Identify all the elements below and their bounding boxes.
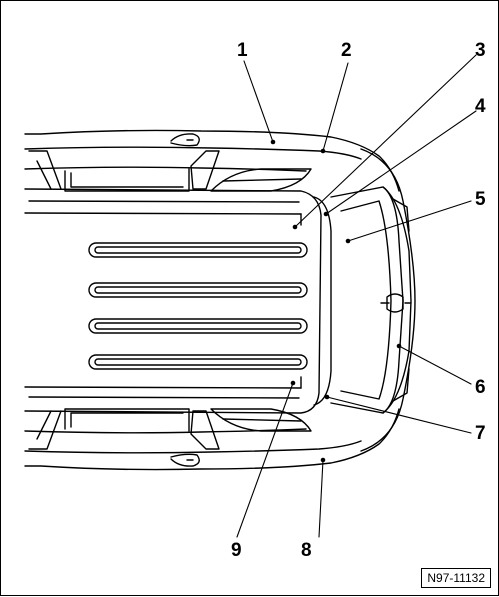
figure-reference-id: N97-11132	[421, 568, 491, 588]
front-outline	[360, 148, 416, 452]
leader-lines	[236, 54, 477, 538]
lower-body-side	[24, 408, 400, 471]
callout-7: 7	[475, 423, 486, 444]
callout-1: 1	[237, 40, 248, 61]
callout-anchors	[270, 139, 402, 463]
callout-3: 3	[475, 40, 486, 61]
roof-panel	[24, 188, 332, 414]
callout-2: 2	[341, 40, 352, 61]
callout-4: 4	[475, 96, 486, 117]
callout-5: 5	[475, 189, 486, 210]
callout-8: 8	[301, 540, 312, 561]
callout-9: 9	[231, 540, 242, 561]
roof-ribs	[88, 242, 308, 370]
rear-tailgate	[330, 186, 412, 414]
upper-body-side	[24, 129, 400, 192]
callout-6: 6	[475, 377, 486, 398]
